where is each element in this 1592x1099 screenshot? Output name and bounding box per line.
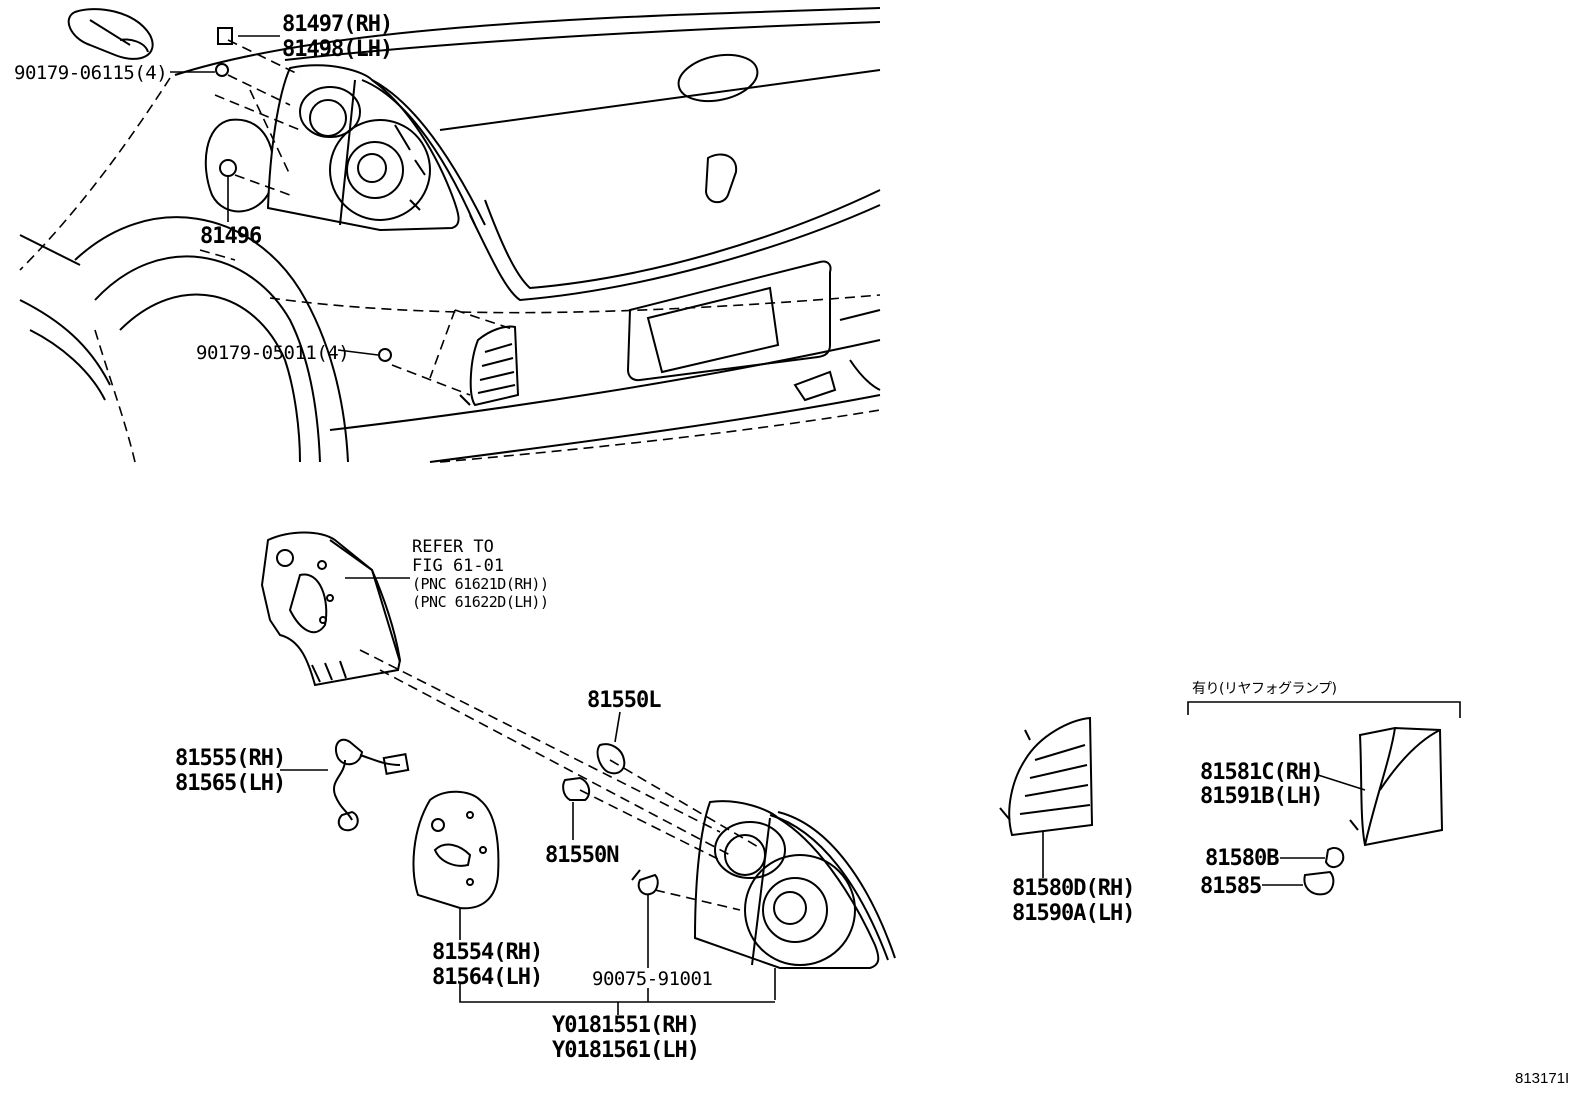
figure-code: 813171I bbox=[1515, 1070, 1570, 1087]
assembly-bracket-lines bbox=[459, 984, 775, 1015]
tail-lamp-on-car bbox=[266, 64, 486, 232]
part-label-81591b-lh: 81591B(LH) bbox=[1200, 784, 1323, 809]
part-label-81498-lh: 81498(LH) bbox=[282, 37, 393, 62]
back-panel-illustration bbox=[260, 531, 410, 687]
leader-lines-top bbox=[170, 35, 379, 356]
gasket-illustration bbox=[412, 790, 500, 940]
screw-illustration bbox=[631, 869, 659, 968]
part-label-81580b: 81580B bbox=[1205, 846, 1279, 871]
rear-lamp-assembly-illustration bbox=[693, 800, 896, 1000]
part-label-81550n: 81550N bbox=[545, 843, 619, 868]
part-label-81554-rh: 81554(RH) bbox=[432, 940, 543, 965]
refer-note-line3: (PNC 61621D(RH)) bbox=[412, 575, 549, 593]
part-label-81581c-rh: 81581C(RH) bbox=[1200, 760, 1323, 785]
fog-lamp-exploded-illustration bbox=[999, 716, 1094, 878]
part-label-81590a-lh: 81590A(LH) bbox=[1012, 901, 1135, 926]
part-label-y0181551-rh: Y0181551(RH) bbox=[552, 1013, 700, 1038]
part-label-81496: 81496 bbox=[200, 224, 262, 249]
part-label-y0181561-lh: Y0181561(LH) bbox=[552, 1038, 700, 1063]
fog-lamp-on-car bbox=[459, 325, 520, 407]
part-label-81585: 81585 bbox=[1200, 874, 1262, 899]
part-label-90075-91001: 90075-91001 bbox=[592, 968, 713, 990]
part-label-90179-06115: 90179-06115(4) bbox=[14, 62, 168, 84]
rear-fog-lamp-illustration bbox=[1187, 701, 1461, 896]
refer-note-line4: (PNC 61622D(LH)) bbox=[412, 593, 549, 611]
refer-note-line2: FIG 61-01 bbox=[412, 556, 505, 576]
car-body-illustration bbox=[19, 7, 881, 463]
part-label-81555-rh: 81555(RH) bbox=[175, 746, 286, 771]
refer-note-line1: REFER TO bbox=[412, 537, 494, 557]
bulbs-illustration bbox=[562, 711, 626, 840]
part-label-81497-rh: 81497(RH) bbox=[282, 12, 393, 37]
part-label-90179-05011: 90179-05011(4) bbox=[196, 342, 350, 364]
socket-wire-illustration bbox=[280, 738, 410, 832]
part-label-81565-lh: 81565(LH) bbox=[175, 771, 286, 796]
assembly-lines-top bbox=[214, 39, 516, 396]
assembly-lines-bottom bbox=[359, 649, 761, 911]
part-label-81580d-rh: 81580D(RH) bbox=[1012, 876, 1135, 901]
part-label-81564-lh: 81564(LH) bbox=[432, 965, 543, 990]
rear-fog-lamp-note: 有り(リヤフォグランプ) bbox=[1192, 681, 1337, 697]
small-fasteners-top bbox=[215, 27, 392, 362]
part-label-81550l: 81550L bbox=[587, 688, 661, 713]
